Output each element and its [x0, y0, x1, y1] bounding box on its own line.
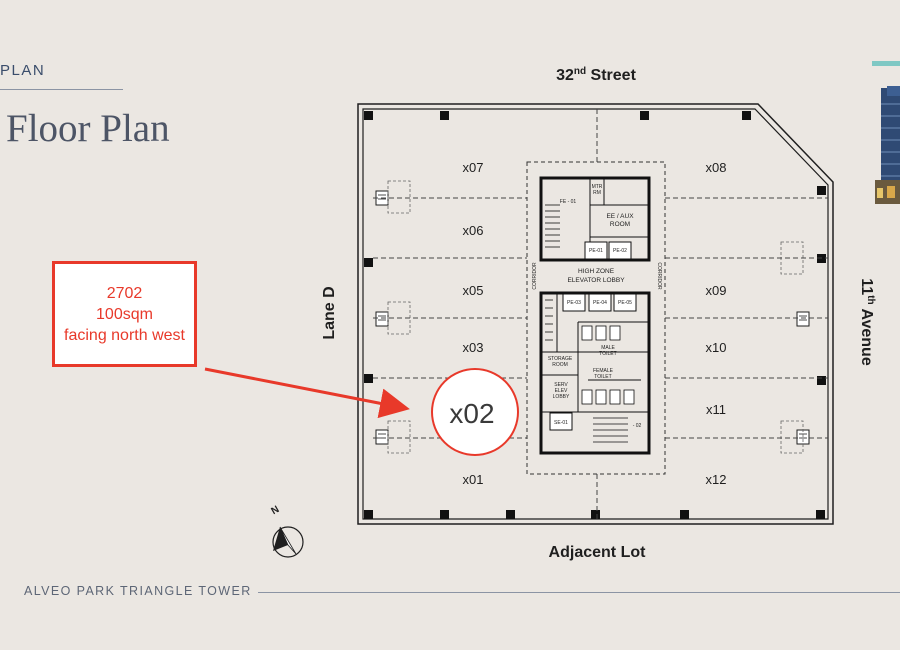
core-pe01: PE-01 — [589, 248, 603, 254]
callout-unit-number: 2702 — [106, 284, 143, 302]
elevator-cars — [549, 241, 637, 431]
unit-x03: x03 — [463, 340, 484, 355]
core-fe02: - 02 — [633, 423, 642, 429]
street-north: 32nd Street — [556, 66, 636, 84]
unit-x10: x10 — [706, 340, 727, 355]
street-west: Lane D — [321, 286, 338, 339]
street-east: 11th Avenue — [858, 278, 876, 366]
core-pe03: PE-03 — [567, 300, 581, 306]
unit-x01: x01 — [463, 472, 484, 487]
building-outline-inner — [362, 108, 829, 520]
unit-callout: 2702 100sqm facing north west — [52, 261, 197, 367]
page-title: Floor Plan — [6, 107, 170, 150]
unit-x05: x05 — [463, 283, 484, 298]
core-fe01: FE - 01 — [560, 199, 577, 205]
footer-divider — [258, 592, 900, 593]
highlight-circle — [431, 368, 519, 456]
corridor-left: CORRIDOR — [532, 262, 538, 290]
callout-arrow — [204, 367, 410, 419]
corridor-right: CORRIDOR — [656, 262, 662, 290]
highlight-unit-label: x02 — [449, 398, 494, 429]
unit-x11: x11 — [706, 402, 726, 417]
core-walls — [539, 176, 651, 455]
unit-x09: x09 — [706, 283, 727, 298]
unit-x08: x08 — [706, 160, 727, 175]
structural-columns — [364, 111, 826, 519]
compass-icon — [272, 526, 304, 558]
tower-thumbnail — [875, 84, 900, 206]
core-outline — [526, 161, 666, 475]
unit-x07: x07 — [463, 160, 484, 175]
unit-x06: x06 — [463, 223, 484, 238]
section-kicker: PLAN — [0, 62, 46, 79]
street-south: Adjacent Lot — [549, 544, 647, 561]
unit-x12: x12 — [706, 472, 727, 487]
core-se01: SE-01 — [554, 420, 568, 426]
callout-area: 100sqm — [96, 305, 153, 323]
core-pe05: PE-05 — [618, 300, 632, 306]
compass-north-label: N — [270, 504, 282, 517]
building-outline — [357, 103, 834, 525]
accent-bar — [872, 61, 900, 66]
callout-orientation: facing north west — [64, 326, 185, 344]
unit-dividers — [373, 109, 828, 519]
kicker-divider — [0, 89, 123, 90]
core-pe02: PE-02 — [613, 248, 627, 254]
project-name: ALVEO PARK TRIANGLE TOWER — [24, 584, 252, 598]
core-pe04: PE-04 — [593, 300, 607, 306]
